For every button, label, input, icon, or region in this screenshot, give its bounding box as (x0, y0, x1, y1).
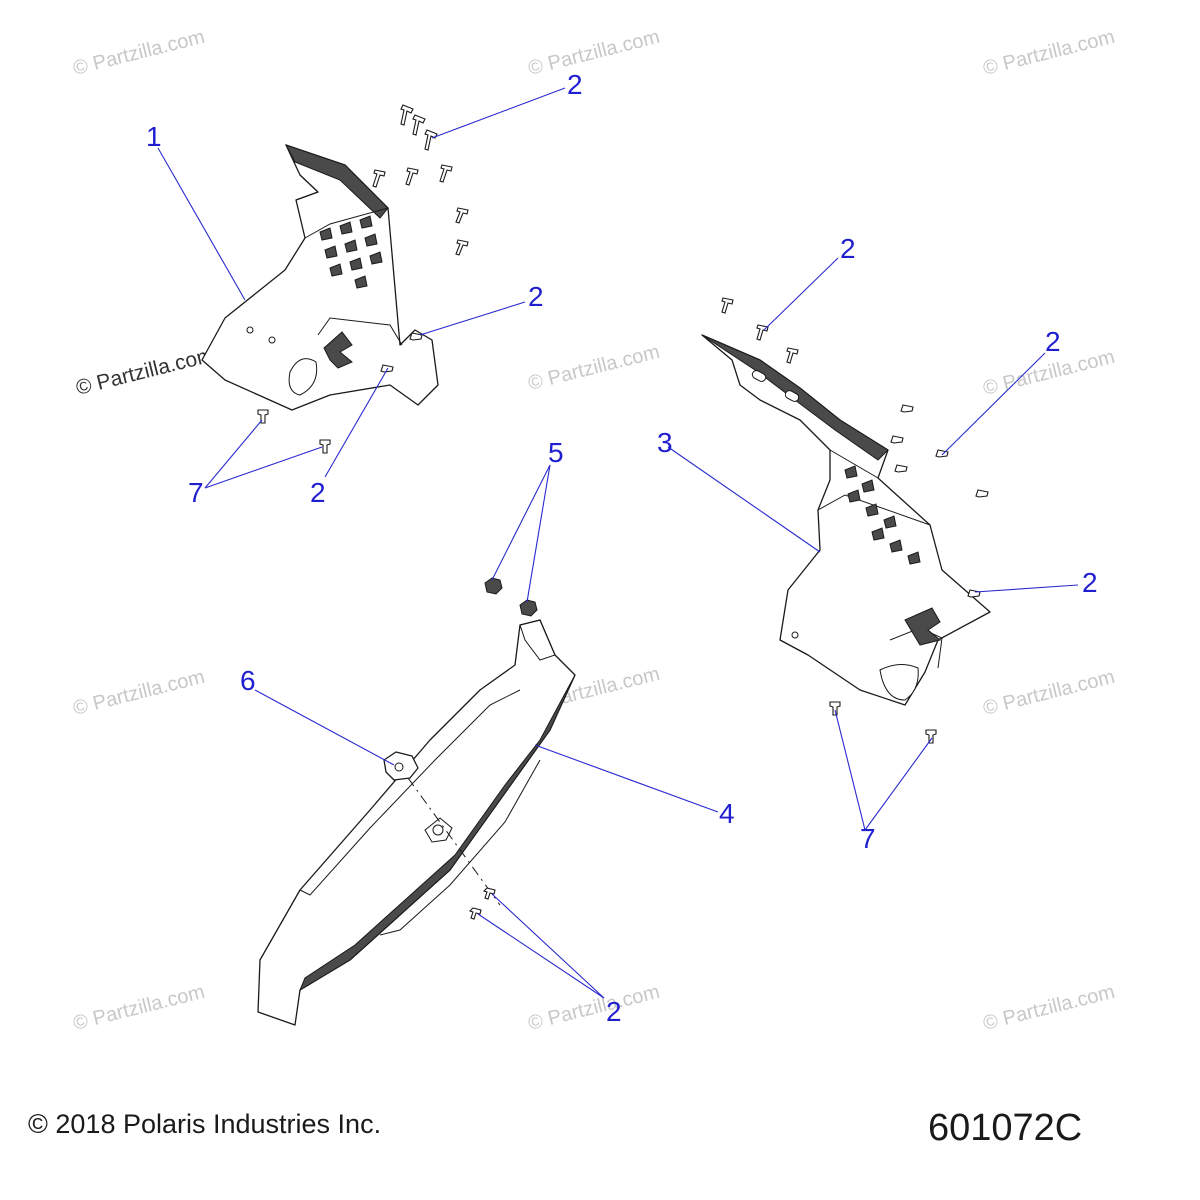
callout-5[interactable]: 5 (548, 437, 564, 468)
fasteners (257, 104, 989, 920)
watermark: © Partzilla.com (526, 26, 662, 80)
watermark: © Partzilla.com (71, 981, 207, 1035)
callout-2[interactable]: 2 (1082, 567, 1098, 598)
callout-2[interactable]: 2 (606, 996, 622, 1027)
watermark: © Partzilla.com (981, 26, 1117, 80)
part-3-hole-pattern (844, 465, 921, 565)
watermark: © Partzilla.com (71, 26, 207, 80)
part-5-nuts[interactable] (484, 577, 538, 617)
part-6-mount[interactable] (383, 751, 419, 781)
watermark-dark: © Partzilla.com (74, 343, 217, 400)
callout-2[interactable]: 2 (840, 233, 856, 264)
callout-2[interactable]: 2 (1045, 326, 1061, 357)
part-2-bolts-lower[interactable] (468, 887, 496, 920)
part-1-hole-pattern (319, 215, 383, 289)
part-3-bracket[interactable] (701, 334, 991, 706)
callout-7[interactable]: 7 (860, 823, 876, 854)
watermark: © Partzilla.com (981, 666, 1117, 720)
callout-3[interactable]: 3 (657, 427, 673, 458)
callout-7[interactable]: 7 (188, 477, 204, 508)
watermarks: © Partzilla.com © Partzilla.com © Partzi… (71, 26, 1117, 1035)
part-2-bolts-upper-cluster[interactable] (372, 104, 469, 256)
callout-2[interactable]: 2 (567, 69, 583, 100)
callout-2[interactable]: 2 (310, 477, 326, 508)
watermark: © Partzilla.com (981, 981, 1117, 1035)
diagram-number: 601072C (928, 1107, 1082, 1149)
part-7-screws[interactable] (257, 409, 937, 744)
callout-2[interactable]: 2 (528, 281, 544, 312)
callout-4[interactable]: 4 (719, 798, 735, 829)
watermark: © Partzilla.com (526, 341, 662, 395)
copyright-text: © 2018 Polaris Industries Inc. (28, 1109, 381, 1139)
watermark: © Partzilla.com (71, 666, 207, 720)
callout-6[interactable]: 6 (240, 665, 256, 696)
part-1-bracket[interactable] (201, 144, 439, 411)
part-4-panel[interactable] (257, 619, 576, 1026)
callouts: 1 2 2 2 7 2 2 3 5 2 6 4 7 2 (146, 69, 1098, 1027)
callout-1[interactable]: 1 (146, 121, 162, 152)
leader-lines (157, 87, 1079, 999)
